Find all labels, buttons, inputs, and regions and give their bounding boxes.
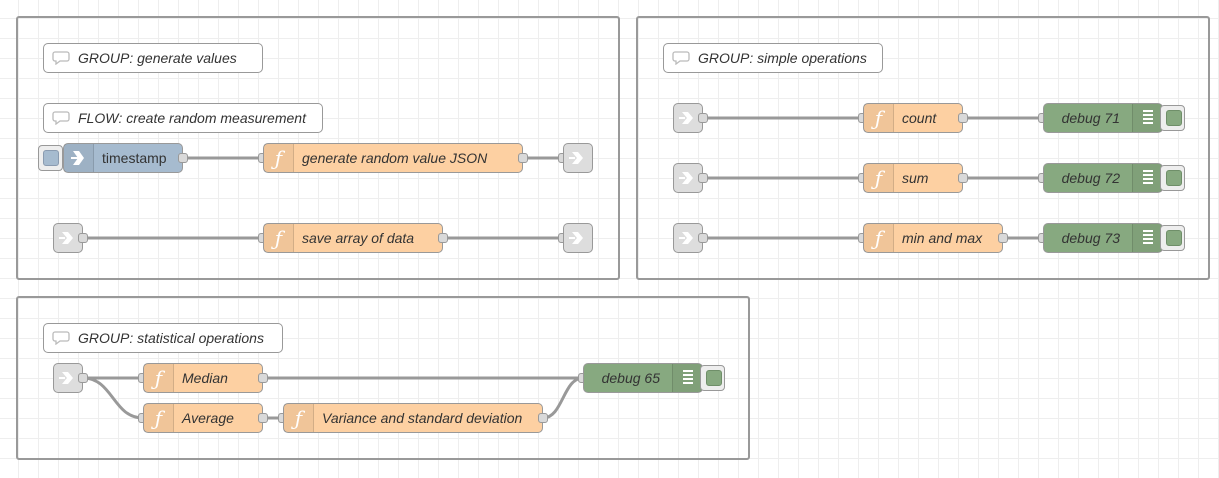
output-port[interactable] xyxy=(438,233,448,243)
output-port[interactable] xyxy=(698,233,708,243)
function-node-average[interactable]: ƒ Average xyxy=(143,403,263,433)
node-label: debug 71 xyxy=(1061,110,1120,126)
function-f-icon: ƒ xyxy=(864,224,894,252)
debug-toggle-button[interactable] xyxy=(1160,105,1185,131)
output-port[interactable] xyxy=(258,413,268,423)
function-node-sum[interactable]: ƒ sum xyxy=(863,163,963,193)
comment-simple-operations[interactable]: GROUP: simple operations xyxy=(663,43,883,73)
output-port[interactable] xyxy=(78,373,88,383)
link-out-node[interactable] xyxy=(563,143,593,173)
node-label: Median xyxy=(182,370,228,386)
output-port[interactable] xyxy=(178,153,188,163)
inject-node-timestamp[interactable]: timestamp xyxy=(63,143,183,173)
debug-toggle-button[interactable] xyxy=(1160,165,1185,191)
output-port[interactable] xyxy=(78,233,88,243)
debug-list-icon xyxy=(1132,104,1162,132)
speech-bubble-icon xyxy=(44,44,78,72)
link-arrow-icon xyxy=(679,232,693,244)
output-port[interactable] xyxy=(998,233,1008,243)
function-node-save-array-of-data[interactable]: ƒ save array of data xyxy=(263,223,443,253)
link-arrow-icon xyxy=(569,152,583,164)
output-port[interactable] xyxy=(698,173,708,183)
debug-node-71[interactable]: debug 71 xyxy=(1043,103,1163,133)
speech-bubble-icon xyxy=(44,324,78,352)
function-f-icon: ƒ xyxy=(264,224,294,252)
node-label: Variance and standard deviation xyxy=(322,410,523,426)
debug-list-icon xyxy=(672,364,702,392)
node-label: generate random value JSON xyxy=(302,150,488,166)
node-label: debug 72 xyxy=(1061,170,1120,186)
debug-toggle-button[interactable] xyxy=(700,365,725,391)
node-label: timestamp xyxy=(102,150,167,166)
inject-arrow-icon xyxy=(64,144,94,172)
link-out-node[interactable] xyxy=(563,223,593,253)
wire[interactable] xyxy=(82,376,144,420)
function-f-icon: ƒ xyxy=(264,144,294,172)
comment-generate-values[interactable]: GROUP: generate values xyxy=(43,43,263,73)
comment-text: FLOW: create random measurement xyxy=(78,110,306,126)
output-port[interactable] xyxy=(698,113,708,123)
debug-node-72[interactable]: debug 72 xyxy=(1043,163,1163,193)
debug-toggle-button[interactable] xyxy=(1160,225,1185,251)
comment-flow-create-random-measurement[interactable]: FLOW: create random measurement xyxy=(43,103,323,133)
node-label: Average xyxy=(182,410,234,426)
function-node-count[interactable]: ƒ count xyxy=(863,103,963,133)
function-f-icon: ƒ xyxy=(284,404,314,432)
debug-node-73[interactable]: debug 73 xyxy=(1043,223,1163,253)
comment-text: GROUP: statistical operations xyxy=(78,330,264,346)
function-node-median[interactable]: ƒ Median xyxy=(143,363,263,393)
comment-text: GROUP: simple operations xyxy=(698,50,867,66)
link-arrow-icon xyxy=(59,232,73,244)
output-port[interactable] xyxy=(258,373,268,383)
node-label: min and max xyxy=(902,230,983,246)
output-port[interactable] xyxy=(958,113,968,123)
link-arrow-icon xyxy=(679,112,693,124)
debug-list-icon xyxy=(1132,224,1162,252)
comment-statistical-operations[interactable]: GROUP: statistical operations xyxy=(43,323,283,353)
group-simple-operations[interactable] xyxy=(636,16,1210,280)
function-f-icon: ƒ xyxy=(144,404,174,432)
output-port[interactable] xyxy=(958,173,968,183)
group-generate-values[interactable] xyxy=(16,16,620,280)
speech-bubble-icon xyxy=(664,44,698,72)
comment-text: GROUP: generate values xyxy=(78,50,237,66)
node-label: debug 65 xyxy=(601,370,660,386)
link-arrow-icon xyxy=(59,372,73,384)
node-label: debug 73 xyxy=(1061,230,1120,246)
function-node-min-and-max[interactable]: ƒ min and max xyxy=(863,223,1003,253)
speech-bubble-icon xyxy=(44,104,78,132)
output-port[interactable] xyxy=(538,413,548,423)
output-port[interactable] xyxy=(518,153,528,163)
node-label: save array of data xyxy=(302,230,415,246)
debug-node-65[interactable]: debug 65 xyxy=(583,363,703,393)
link-arrow-icon xyxy=(569,232,583,244)
function-f-icon: ƒ xyxy=(144,364,174,392)
link-arrow-icon xyxy=(679,172,693,184)
function-f-icon: ƒ xyxy=(864,104,894,132)
node-label: sum xyxy=(902,170,929,186)
function-node-variance-and-standard-deviation[interactable]: ƒ Variance and standard deviation xyxy=(283,403,543,433)
function-f-icon: ƒ xyxy=(864,164,894,192)
node-label: count xyxy=(902,110,937,126)
group-statistical-operations[interactable] xyxy=(16,296,750,460)
debug-list-icon xyxy=(1132,164,1162,192)
link-in-node[interactable] xyxy=(673,163,703,193)
function-node-generate-random-value-json[interactable]: ƒ generate random value JSON xyxy=(263,143,523,173)
inject-trigger-button[interactable] xyxy=(38,145,63,171)
